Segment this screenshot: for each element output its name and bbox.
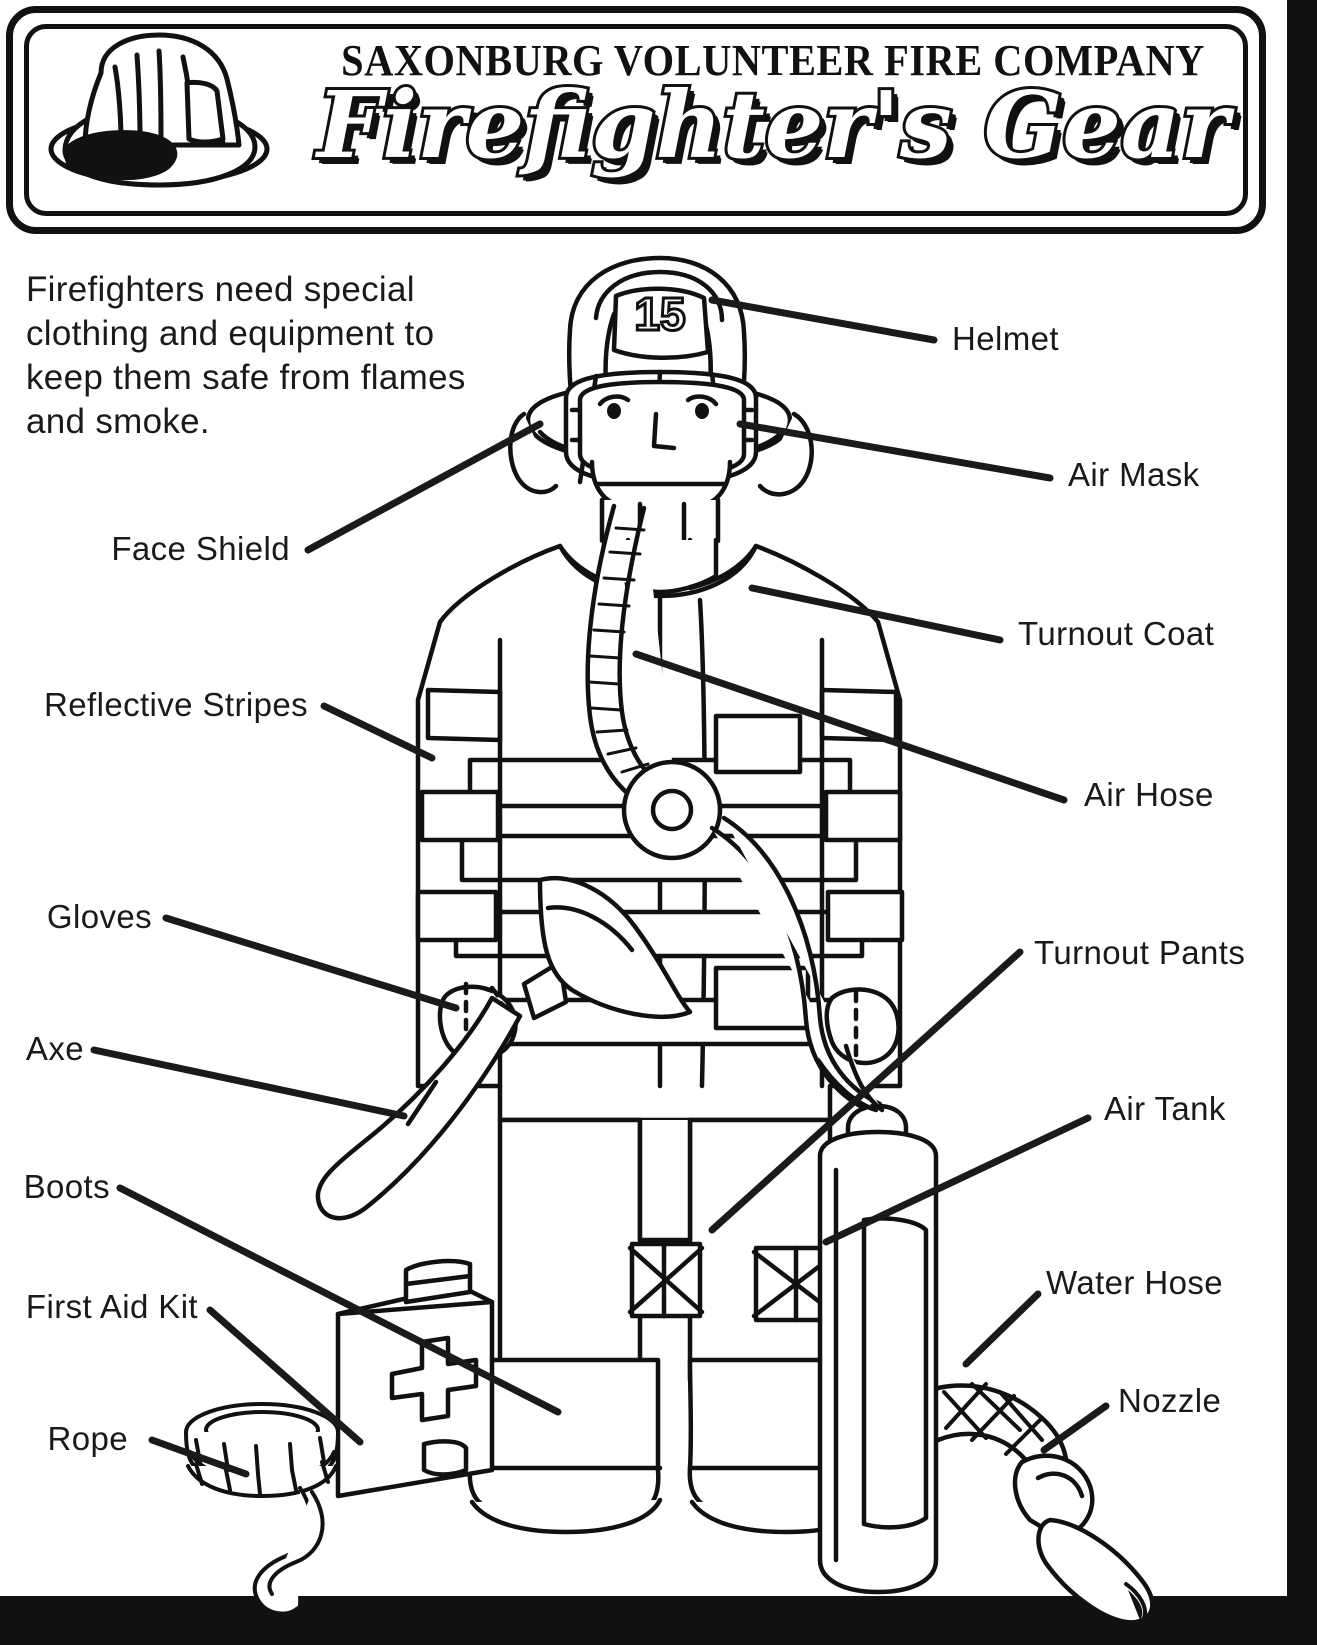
label-first-aid-kit: First Aid Kit [25, 1288, 198, 1325]
label-boots: Boots [23, 1168, 110, 1205]
label-air-hose: Air Hose [1084, 776, 1214, 813]
page-title: Firefighter's Gear [314, 71, 1232, 179]
label-air-tank: Air Tank [1104, 1090, 1226, 1127]
label-turnout-coat: Turnout Coat [1018, 615, 1215, 652]
label-axe: Axe [25, 1030, 84, 1067]
company-name: SAXONBURG VOLUNTEER FIRE COMPANY [341, 36, 1205, 85]
label-air-mask: Air Mask [1068, 456, 1200, 493]
label-gloves: Gloves [46, 898, 152, 935]
label-water-hose: Water Hose [1046, 1264, 1223, 1301]
label-nozzle: Nozzle [1118, 1382, 1222, 1419]
fire-helmet-icon [48, 32, 270, 188]
header-banner: SAXONBURG VOLUNTEER FIRE COMPANY Firefig… [6, 6, 1266, 234]
banner-text-block: SAXONBURG VOLUNTEER FIRE COMPANY Firefig… [301, 23, 1245, 221]
label-reflective-stripes: Reflective Stripes [44, 686, 308, 723]
label-rope: Rope [47, 1420, 128, 1457]
header-banner-inner-border [24, 24, 1248, 216]
intro-paragraph: Firefighters need special clothing and e… [26, 270, 466, 442]
label-helmet: Helmet [952, 320, 1059, 357]
label-face-shield: Face Shield [111, 530, 290, 567]
label-turnout-pants: Turnout Pants [1034, 934, 1246, 971]
helmet-number: 15 [634, 288, 685, 340]
page-edge-right [1287, 0, 1317, 1596]
